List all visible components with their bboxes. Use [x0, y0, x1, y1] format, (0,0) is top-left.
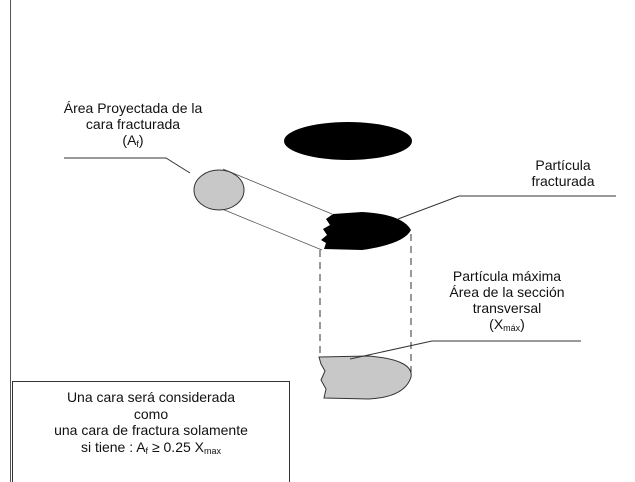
projection-line-top: [222, 168, 333, 215]
fractured-particle-shape: [321, 212, 411, 250]
top-particle-ellipse: [284, 122, 412, 160]
leader-line-fractured-particle: [397, 195, 616, 220]
note-line4: si tiene : Af ≥ 0.25 Xmax: [13, 439, 289, 460]
note-line2: como: [133, 405, 169, 422]
projected-area-line1: Área Proyectada de la: [63, 100, 203, 116]
fractured-particle-line2: fracturada: [531, 173, 595, 189]
leader-line-projected-area: [64, 157, 191, 174]
fractured-particle-label: Partícula fracturada: [508, 157, 618, 189]
note-line3: una cara de fractura solamente: [54, 422, 248, 438]
note-line4-sub2: max: [204, 445, 222, 456]
max-particle-line1: Partícula máxima: [452, 268, 562, 284]
criterion-note-text: Una cara será considerada como una cara …: [13, 389, 289, 459]
max-particle-symbol-close: ): [520, 316, 525, 332]
projected-area-symbol: (Af): [28, 132, 238, 152]
projected-area-label: Área Proyectada de la cara fracturada (A…: [28, 100, 238, 152]
max-cross-section-shape: [318, 355, 412, 400]
fractured-particle-line1: Partícula: [535, 157, 591, 173]
note-line4-prefix: si tiene : A: [80, 438, 146, 455]
max-particle-symbol: (Xmáx): [432, 316, 582, 336]
projected-area-line2: cara fracturada: [85, 116, 181, 132]
leader-line-max-particle: [349, 340, 581, 360]
max-particle-symbol-open: (X: [489, 316, 504, 332]
max-particle-line3: transversal: [472, 300, 542, 316]
projected-area-symbol-sub: f: [136, 139, 139, 149]
projected-area-symbol-close: ): [138, 132, 144, 148]
note-line4-sub1: f: [145, 445, 149, 456]
note-line1: Una cara será considerada: [66, 389, 236, 405]
projected-face-ellipse: [193, 169, 245, 211]
projection-line-bottom: [221, 208, 323, 251]
projected-area-symbol-open: (A: [122, 132, 137, 148]
criterion-note-box: Una cara será considerada como una cara …: [12, 381, 290, 482]
max-particle-line2: Área de la sección: [449, 284, 565, 300]
max-particle-label: Partícula máxima Área de la sección tran…: [432, 268, 582, 336]
max-particle-symbol-sub: máx: [503, 323, 521, 333]
note-line4-mid: ≥ 0.25 X: [148, 438, 205, 455]
